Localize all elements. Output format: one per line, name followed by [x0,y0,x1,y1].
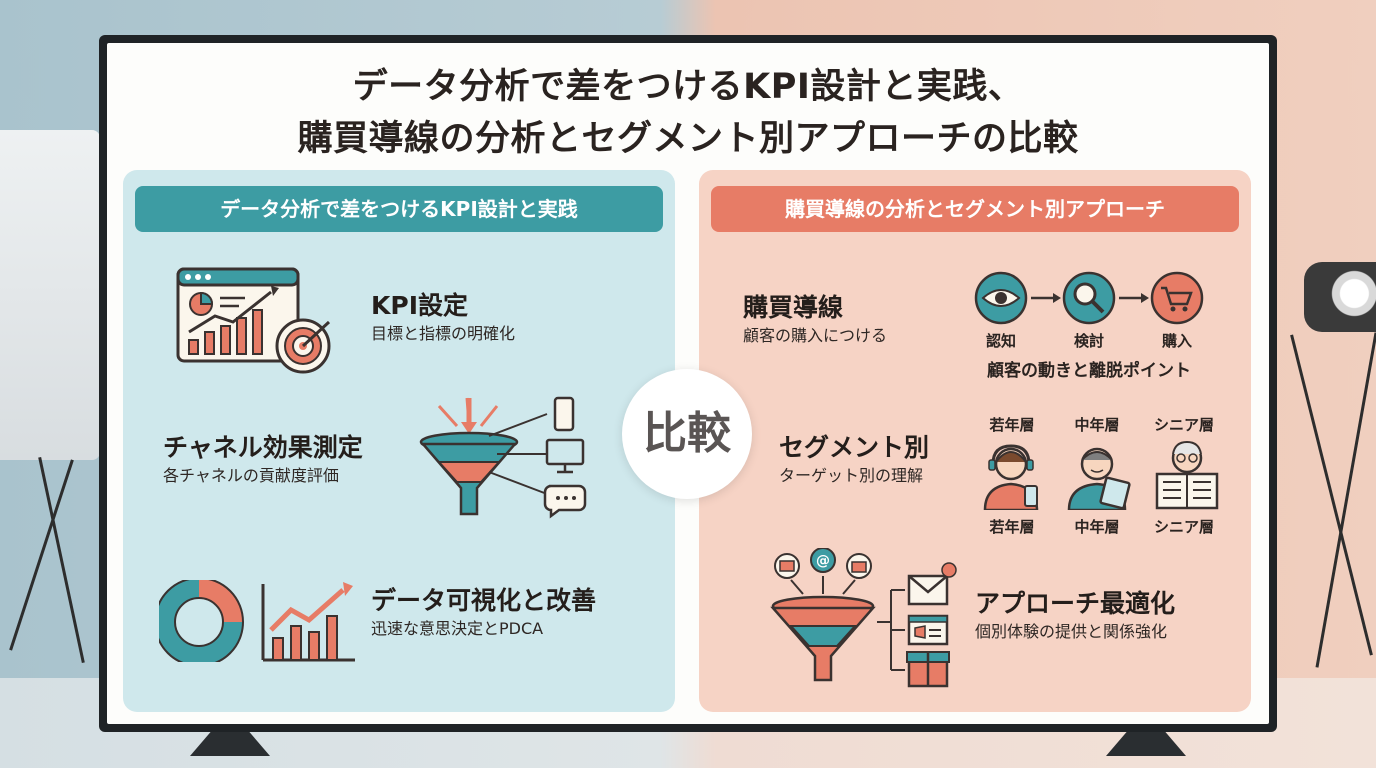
donut-bar-chart-icon [159,580,355,662]
data-visualization-heading: データ可視化と改善 [371,586,597,615]
softbox-light [0,130,100,460]
segment-label-senior-top: シニア層 [1153,416,1214,434]
channel-measurement-heading: チャネル効果測定 [163,433,363,462]
journey-steps-icons [974,271,1204,325]
approach-optimization-sub: 個別体験の提供と関係強化 [975,622,1168,641]
title-line-1: データ分析で差をつけるKPI設計と実践、 [352,67,1024,107]
page-title: データ分析で差をつけるKPI設計と実践、 購買導線の分析とセグメント別アプローチ… [107,61,1269,165]
purchase-journey-item: 購買導線 顧客の購入につける [743,292,887,348]
light-stand [9,459,74,651]
journey-step-consideration: 検討 [1073,332,1104,350]
segment-label-middle-bottom: 中年層 [1074,518,1120,536]
kpi-setting-item: KPI設定 目標と指標の明確化 [371,290,515,346]
journey-step-awareness: 認知 [985,332,1016,350]
lamp-stand [1315,332,1376,668]
data-visualization-sub: 迅速な意思決定とPDCA [371,619,544,638]
segment-item: セグメント別 ターゲット別の理解 [779,432,929,488]
lamp-stand [1290,334,1373,656]
studio-lamp [1304,262,1376,332]
right-panel-header: 購買導線の分析とセグメント別アプローチ [711,186,1239,232]
kpi-setting-heading: KPI設定 [371,291,468,320]
segment-sub: ターゲット別の理解 [779,466,924,485]
senior-person-newspaper-icon [1155,440,1219,510]
purchase-journey-heading: 購買導線 [743,293,844,322]
left-panel-header: データ分析で差をつけるKPI設計と実践 [135,186,663,232]
funnel-devices-icon [419,396,587,519]
segment-label-young-bottom: 若年層 [989,518,1035,536]
young-person-phone-icon [983,444,1039,510]
journey-step-purchase: 購入 [1161,332,1192,350]
journey-caption: 顧客の動きと離脱ポイント [987,361,1191,381]
dashboard-target-icon [176,267,331,374]
segment-label-middle-top: 中年層 [1074,416,1120,434]
infographic-screen: データ分析で差をつけるKPI設計と実践、 購買導線の分析とセグメント別アプローチ… [107,43,1269,724]
title-line-2: 購買導線の分析とセグメント別アプローチの比較 [297,119,1079,159]
channel-measurement-sub: 各チャネルの貢献度評価 [163,466,339,485]
middle-person-tablet-icon [1067,447,1131,510]
comparison-badge: 比較 [622,369,752,499]
data-visualization-item: データ可視化と改善 迅速な意思決定とPDCA [371,585,596,641]
funnel-mail-gift-icon: @ [770,548,957,688]
tv-frame: データ分析で差をつけるKPI設計と実践、 購買導線の分析とセグメント別アプローチ… [99,35,1277,732]
segment-label-senior-bottom: シニア層 [1153,518,1214,536]
purchase-journey-sub: 顧客の購入につける [743,326,888,345]
left-panel: データ分析で差をつけるKPI設計と実践 [123,170,675,712]
right-panel: 購買導線の分析とセグメント別アプローチ 購買導線 顧客の購入につける [699,170,1251,712]
kpi-setting-sub: 目標と指標の明確化 [371,324,516,343]
approach-optimization-heading: アプローチ最適化 [975,589,1176,618]
segment-label-young-top: 若年層 [989,416,1035,434]
segment-people-icons [983,440,1219,510]
channel-measurement-item: チャネル効果測定 各チャネルの貢献度評価 [163,432,363,488]
svg-text:@: @ [816,553,830,569]
approach-optimization-item: アプローチ最適化 個別体験の提供と関係強化 [975,588,1175,644]
segment-heading: セグメント別 [779,433,930,462]
